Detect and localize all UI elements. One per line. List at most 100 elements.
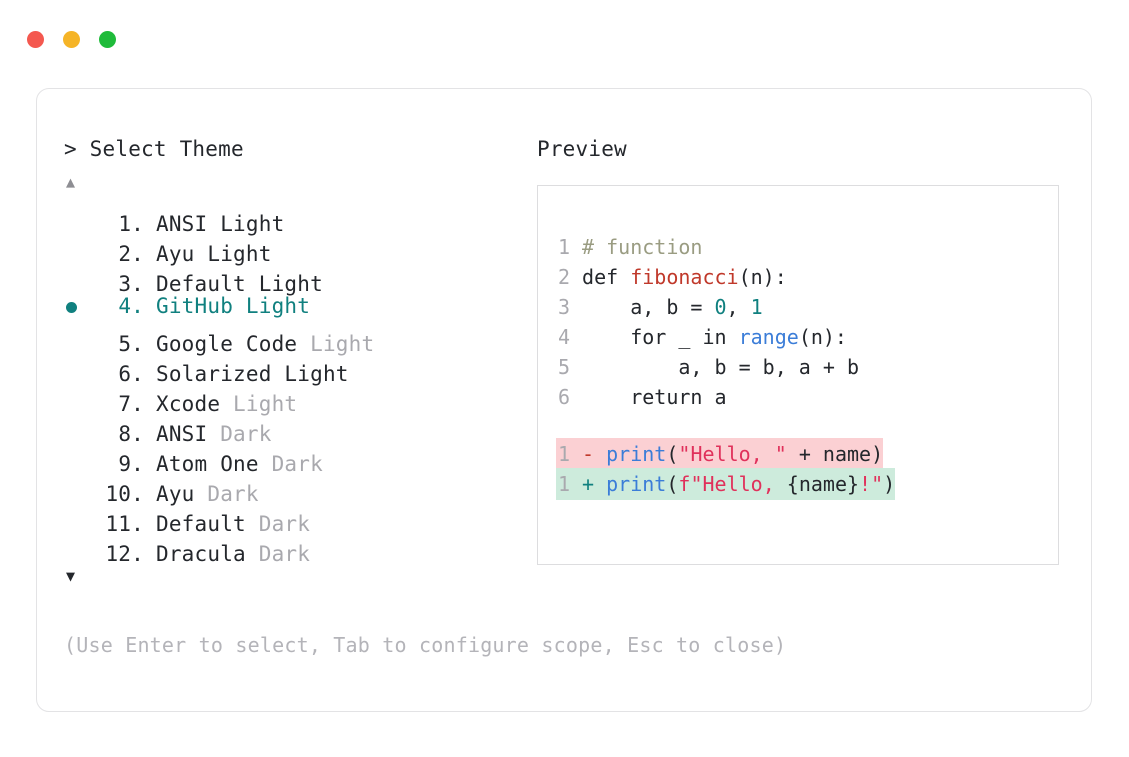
code-line: 6 return a: [556, 382, 895, 412]
line-number: 2: [557, 265, 570, 289]
theme-name: Default: [156, 512, 246, 536]
code-token: def: [582, 265, 631, 289]
code-token: print: [606, 442, 667, 466]
theme-index: 3.: [118, 272, 144, 296]
theme-index: 8.: [118, 422, 144, 446]
line-number: 1: [557, 235, 570, 259]
line-number: 5: [557, 355, 570, 379]
selection-bullet-cell: [64, 531, 92, 561]
theme-name: Dracula: [156, 542, 246, 566]
scroll-down-arrow-icon[interactable]: ▼: [66, 567, 76, 585]
theme-variant: Light: [271, 362, 349, 386]
selection-bullet-cell: [64, 441, 92, 471]
code-token: ,: [726, 295, 751, 319]
code-token: (: [666, 472, 679, 496]
theme-list-item[interactable]: 6. Solarized Light: [64, 351, 534, 386]
code-line: 1 # function: [556, 232, 895, 262]
code-token: # function: [582, 235, 703, 259]
theme-list-item[interactable]: 1.ANSI Light: [64, 201, 534, 236]
code-token: a, b =: [582, 295, 715, 319]
code-token: 0: [714, 295, 727, 319]
code-token: 1: [750, 295, 763, 319]
selection-bullet-cell: [64, 261, 92, 291]
theme-variant: Dark: [245, 512, 311, 536]
code-token: + name): [786, 442, 884, 466]
code-line: 2 def fibonacci(n):: [556, 262, 895, 292]
keyboard-hint: (Use Enter to select, Tab to configure s…: [64, 633, 787, 657]
theme-name: Ayu: [156, 242, 195, 266]
theme-index: 2.: [118, 242, 144, 266]
code-token: (: [666, 442, 679, 466]
theme-index: 7.: [118, 392, 144, 416]
line-number: 1: [557, 472, 570, 496]
theme-list-item[interactable]: 2.Ayu Light: [64, 231, 534, 266]
theme-name: Xcode: [156, 392, 221, 416]
theme-index: 6.: [118, 362, 144, 386]
selection-bullet-cell: [64, 501, 92, 531]
scroll-up-arrow-icon[interactable]: ▲: [66, 173, 76, 191]
selection-bullet-cell: [64, 293, 92, 323]
theme-name: Ayu: [156, 482, 195, 506]
code-token: return a: [582, 385, 727, 409]
diff-sign: -: [582, 442, 595, 466]
theme-name: Atom One: [156, 452, 259, 476]
theme-variant: Dark: [245, 542, 311, 566]
close-window-button[interactable]: [27, 31, 44, 48]
theme-list-item[interactable]: 8. ANSI Dark: [64, 411, 534, 446]
line-number: 6: [557, 385, 570, 409]
code-token: {name}: [786, 472, 860, 496]
window-controls: [27, 31, 116, 48]
line-number: 3: [557, 295, 570, 319]
theme-list-item[interactable]: 11. Default Dark: [64, 501, 534, 536]
theme-variant: Light: [297, 332, 375, 356]
diff-line-content: 1 - print("Hello, " + name): [556, 438, 884, 470]
theme-list-item[interactable]: 7. Xcode Light: [64, 381, 534, 416]
theme-name: Default: [156, 272, 246, 296]
selected-bullet-icon: [66, 302, 77, 313]
theme-list-item[interactable]: 10.Ayu Dark: [64, 471, 534, 506]
theme-index: 11.: [105, 512, 144, 536]
theme-index: 5.: [118, 332, 144, 356]
theme-list-item[interactable]: 5. Google Code Light: [64, 321, 534, 356]
code-token: (n):: [798, 325, 847, 349]
theme-name: Solarized: [156, 362, 272, 386]
theme-index: 1.: [118, 212, 144, 236]
theme-name: ANSI: [156, 212, 208, 236]
maximize-window-button[interactable]: [99, 31, 116, 48]
code-token: fibonacci: [630, 265, 739, 289]
theme-name: Google Code: [156, 332, 298, 356]
line-number: 4: [557, 325, 570, 349]
theme-list-item[interactable]: 3. Default Light: [64, 261, 534, 296]
selection-bullet-cell: [64, 411, 92, 441]
theme-list-item[interactable]: 12. Dracula Dark: [64, 531, 534, 566]
theme-variant: Dark: [194, 482, 259, 506]
minimize-window-button[interactable]: [63, 31, 80, 48]
preview-title: Preview: [537, 137, 627, 161]
diff-sign: +: [582, 472, 595, 496]
theme-variant: Dark: [207, 422, 272, 446]
code-token: "Hello, ": [678, 442, 787, 466]
selection-bullet-cell: [64, 351, 92, 381]
selection-bullet-cell: [64, 201, 92, 231]
theme-index: 12.: [105, 542, 144, 566]
theme-list-item[interactable]: 4.GitHub Light: [64, 291, 534, 321]
diff-line: 1 + print(f"Hello, {name}!"): [556, 468, 896, 500]
theme-variant: Light: [245, 272, 323, 296]
code-token: f"Hello,: [678, 472, 787, 496]
code-token: for _ in: [582, 325, 739, 349]
line-number: 1: [557, 442, 570, 466]
code-line: 5 a, b = b, a + b: [556, 352, 895, 382]
diff-line-content: 1 + print(f"Hello, {name}!"): [556, 468, 896, 500]
code-token: ): [883, 472, 896, 496]
theme-name: ANSI: [156, 422, 208, 446]
selection-bullet-cell: [64, 231, 92, 261]
theme-list-item[interactable]: 9.Atom One Dark: [64, 441, 534, 476]
code-token: a, b = b, a + b: [582, 355, 859, 379]
theme-variant: Light: [220, 392, 298, 416]
